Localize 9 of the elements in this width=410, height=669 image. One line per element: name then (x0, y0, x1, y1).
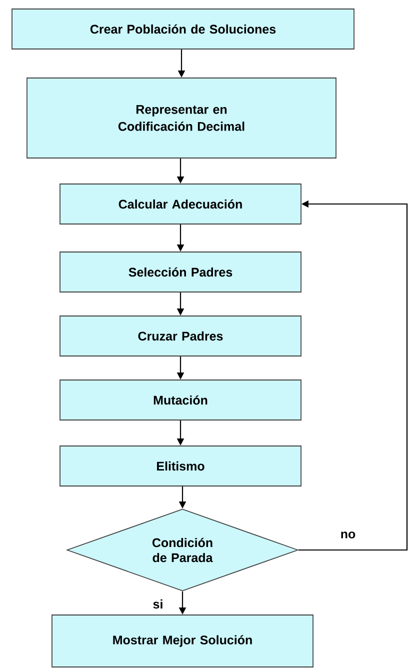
process-box: Mutación (60, 380, 302, 420)
edge-label: no (339, 530, 357, 540)
process-box: Representar en Codificación Decimal (26, 78, 336, 158)
process-box: Selección Padres (60, 252, 302, 292)
process-box: Mostrar Mejor Solución (52, 614, 314, 668)
process-box: Calcular Adecuación (60, 184, 302, 224)
process-box: Crear Población de Soluciones (12, 8, 354, 50)
process-box: Elitismo (60, 446, 302, 486)
process-box: Cruzar Padres (60, 316, 302, 356)
